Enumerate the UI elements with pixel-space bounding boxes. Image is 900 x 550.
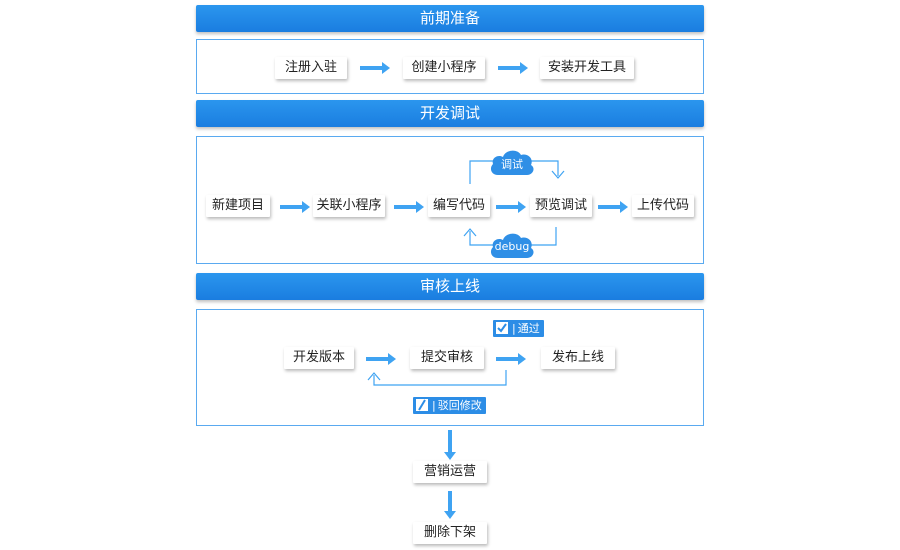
section-header-prep: 前期准备 <box>196 5 704 32</box>
step-publish: 发布上线 <box>541 347 615 369</box>
checkmark-icon <box>496 322 508 334</box>
step-install-devtools: 安装开发工具 <box>540 57 634 79</box>
cloud-icon-debug-top: 调试 <box>488 147 536 177</box>
arrow-right-icon <box>498 62 528 74</box>
step-marketing: 营销运营 <box>413 461 487 483</box>
section-header-dev: 开发调试 <box>196 100 704 127</box>
reject-tag-label: 驳回修改 <box>437 399 482 412</box>
step-upload-code: 上传代码 <box>632 195 694 217</box>
step-preview-debug: 预览调试 <box>530 195 592 217</box>
cloud-label-debug: 调试 <box>501 158 523 171</box>
arrow-right-icon <box>496 353 526 365</box>
cloud-icon-debug-bottom: debug <box>488 230 536 260</box>
arrow-right-icon <box>366 353 396 365</box>
arrow-right-icon <box>598 201 628 213</box>
pencil-icon <box>416 399 428 411</box>
arrow-right-icon <box>394 201 424 213</box>
arrow-right-icon <box>496 201 526 213</box>
step-register: 注册入驻 <box>275 57 347 79</box>
reject-tag: |驳回修改 <box>413 397 486 414</box>
pass-tag-label: 通过 <box>517 322 540 335</box>
step-write-code: 编写代码 <box>428 195 490 217</box>
step-create-miniprogram: 创建小程序 <box>403 57 485 79</box>
step-submit-review: 提交审核 <box>410 347 484 369</box>
step-dev-version: 开发版本 <box>284 347 354 369</box>
arrow-right-icon <box>280 201 310 213</box>
arrow-down-icon <box>444 491 456 519</box>
arrow-right-icon <box>360 62 390 74</box>
cloud-label-debug-en: debug <box>494 240 530 253</box>
pass-tag: |通过 <box>493 320 544 337</box>
arrow-down-icon <box>444 430 456 460</box>
section-header-review: 审核上线 <box>196 273 704 300</box>
step-link-miniprogram: 关联小程序 <box>313 195 385 217</box>
step-new-project: 新建项目 <box>206 195 270 217</box>
step-remove: 删除下架 <box>413 522 487 544</box>
